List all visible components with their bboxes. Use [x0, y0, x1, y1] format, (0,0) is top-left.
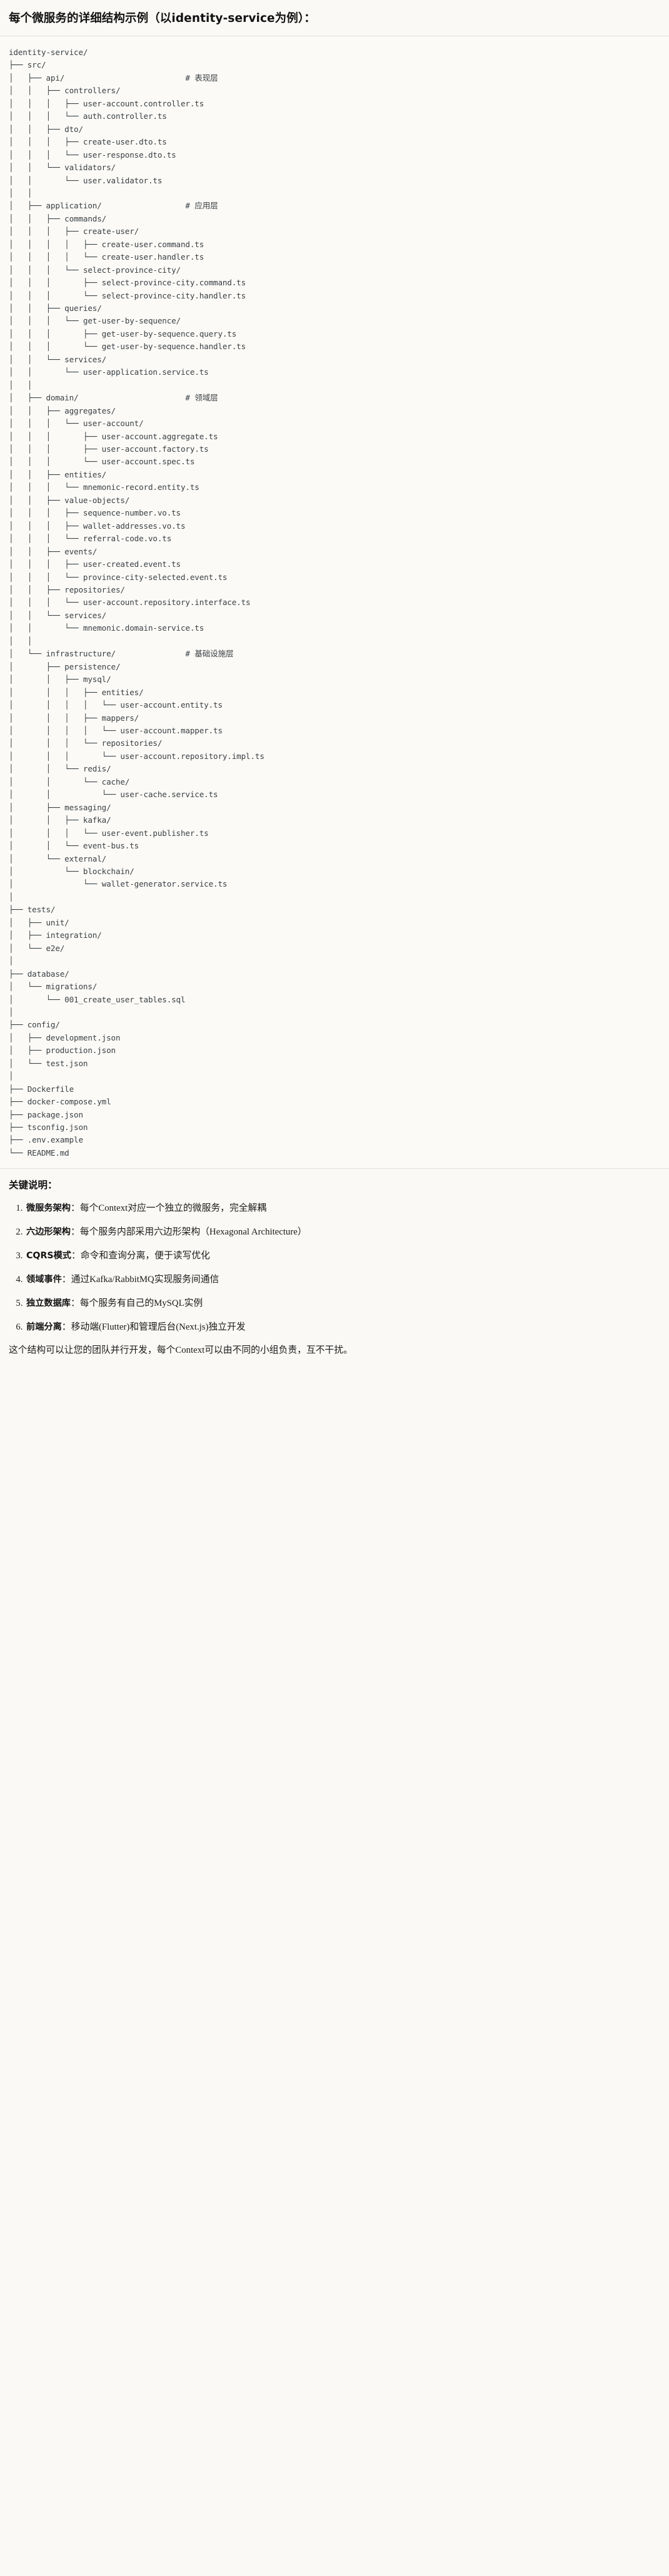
heading-section: 每个微服务的详细结构示例（以identity-service为例）： [0, 0, 669, 36]
page-title: 每个微服务的详细结构示例（以identity-service为例）： [9, 12, 316, 25]
directory-tree-text: identity-service/ ├── src/ │ ├── api/ # … [9, 47, 264, 1158]
key-note-description: ：命令和查询分离，便于读写优化 [71, 1250, 210, 1261]
key-note-description: ：每个服务有自己的MySQL实例 [70, 1298, 203, 1308]
key-note-item: 微服务架构：每个Context对应一个独立的微服务，完全解耦 [25, 1201, 660, 1216]
key-note-term: 微服务架构 [26, 1203, 71, 1214]
key-note-item: 独立数据库：每个服务有自己的MySQL实例 [25, 1296, 660, 1311]
key-note-description: ：移动端(Flutter)和管理后台(Next.js)独立开发 [61, 1321, 246, 1332]
key-notes-list: 微服务架构：每个Context对应一个独立的微服务，完全解耦六边形架构：每个服务… [9, 1201, 660, 1334]
key-note-term: 独立数据库 [26, 1298, 71, 1308]
closing-paragraph: 这个结构可以让您的团队并行开发，每个Context可以由不同的小组负责，互不干扰… [9, 1345, 353, 1356]
key-note-item: CQRS模式：命令和查询分离，便于读写优化 [25, 1249, 660, 1263]
key-note-term: CQRS模式 [26, 1250, 71, 1261]
directory-tree-section: identity-service/ ├── src/ │ ├── api/ # … [0, 36, 669, 1169]
key-note-item: 前端分离：移动端(Flutter)和管理后台(Next.js)独立开发 [25, 1320, 660, 1335]
key-note-term: 前端分离 [26, 1321, 62, 1332]
key-note-description: ：每个Context对应一个独立的微服务，完全解耦 [70, 1203, 267, 1214]
key-note-item: 六边形架构：每个服务内部采用六边形架构（Hexagonal Architectu… [25, 1225, 660, 1240]
key-note-item: 领域事件：通过Kafka/RabbitMQ实现服务间通信 [25, 1273, 660, 1287]
key-notes-section: 关键说明： 微服务架构：每个Context对应一个独立的微服务，完全解耦六边形架… [0, 1169, 669, 1368]
directory-tree: identity-service/ ├── src/ │ ├── api/ # … [9, 46, 660, 1159]
key-note-description: ：通过Kafka/RabbitMQ实现服务间通信 [61, 1274, 219, 1285]
page-root: 每个微服务的详细结构示例（以identity-service为例）： ident… [0, 0, 669, 1368]
key-note-term: 六边形架构 [26, 1226, 71, 1237]
key-notes-title: 关键说明： [9, 1179, 58, 1191]
key-note-term: 领域事件 [26, 1274, 62, 1285]
key-note-description: ：每个服务内部采用六边形架构（Hexagonal Architecture） [70, 1226, 307, 1237]
